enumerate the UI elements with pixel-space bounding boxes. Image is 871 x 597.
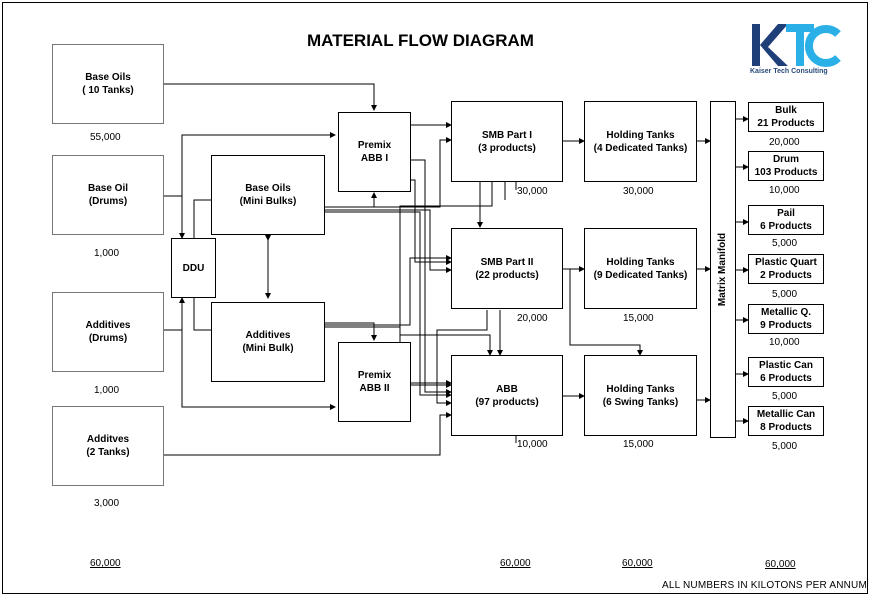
units-note: ALL NUMBERS IN KILOTONS PER ANNUM [662, 580, 867, 591]
total-sources: 60,000 [90, 558, 121, 569]
source-qty: 55,000 [90, 132, 121, 143]
output-qty: 20,000 [769, 137, 800, 148]
box-sublabel: (6 Swing Tanks) [602, 396, 679, 408]
box-label: Metallic Q. [760, 307, 811, 318]
box-sublabel: (3 products) [478, 142, 536, 154]
blending-smb-part-1: SMB Part I (3 products) [451, 101, 563, 182]
box-label: DDU [182, 262, 205, 274]
holding-qty: 15,000 [623, 313, 654, 324]
output-qty: 5,000 [772, 289, 798, 300]
logo-tagline: Kaiser Tech Consulting [750, 68, 828, 75]
blending-smb-part-2: SMB Part II (22 products) [451, 228, 563, 309]
output-qty: 10,000 [769, 185, 800, 196]
holding-tanks-3: Holding Tanks (6 Swing Tanks) [584, 355, 697, 436]
manifold-label: Matrix Manifold [717, 232, 729, 307]
box-label: Plastic Quart [755, 257, 817, 268]
box-label: Additves [86, 434, 130, 445]
box-sublabel: 6 Products [760, 373, 812, 384]
box-label: Base Oils [245, 183, 291, 194]
premix-abb-2: Premix ABB II [338, 342, 411, 422]
box-sublabel: (Mini Bulks) [239, 196, 297, 207]
box-label: Additives [85, 320, 131, 331]
mini-bulk-base-oils: Base Oils (Mini Bulks) [211, 155, 325, 235]
box-label: Base Oils [85, 72, 131, 83]
box-label: Holding Tanks [606, 256, 675, 268]
box-sublabel: (Drums) [88, 196, 128, 207]
total-blending: 60,000 [500, 558, 531, 569]
box-sublabel: (9 Dedicated Tanks) [593, 269, 688, 281]
total-outputs: 60,000 [765, 559, 796, 570]
source-additives-drums: Additives (Drums) [52, 292, 164, 372]
box-label: Holding Tanks [606, 129, 675, 141]
box-label: Plastic Can [759, 360, 813, 371]
box-sublabel: (4 Dedicated Tanks) [593, 142, 688, 154]
box-label: Base Oil [87, 183, 129, 194]
source-qty: 3,000 [94, 498, 120, 509]
box-sublabel: ( 10 Tanks) [82, 85, 134, 96]
box-sublabel: (97 products) [475, 396, 539, 408]
output-pail: Pail 6 Products [748, 205, 824, 235]
box-sublabel: (22 products) [475, 269, 539, 281]
source-additives-tanks: Additves (2 Tanks) [52, 406, 164, 486]
box-label: ABB [496, 383, 518, 395]
blending-abb: ABB (97 products) [451, 355, 563, 436]
source-qty: 1,000 [94, 248, 120, 259]
box-label: Pail [777, 208, 795, 219]
output-plastic-quart: Plastic Quart 2 Products [748, 254, 824, 284]
ddu-box: DDU [171, 238, 216, 298]
box-sublabel: ABB I [360, 153, 389, 164]
output-metallic-can: Metallic Can 8 Products [748, 406, 824, 436]
box-sublabel: 103 Products [754, 167, 818, 178]
source-base-oil-drums: Base Oil (Drums) [52, 155, 164, 235]
box-label: Premix [357, 140, 392, 151]
blending-qty: 20,000 [517, 313, 548, 324]
box-sublabel: ABB II [359, 383, 390, 394]
box-label: Premix [357, 370, 392, 381]
box-label: SMB Part II [480, 256, 534, 268]
box-sublabel: 2 Products [760, 270, 812, 281]
ktc-logo [752, 24, 841, 67]
box-sublabel: 6 Products [760, 221, 812, 232]
box-label: Bulk [775, 105, 797, 116]
holding-qty: 30,000 [623, 186, 654, 197]
blending-qty: 10,000 [517, 439, 548, 450]
box-sublabel: (2 Tanks) [86, 447, 130, 458]
box-label: Additives [245, 330, 291, 341]
holding-tanks-2: Holding Tanks (9 Dedicated Tanks) [584, 228, 697, 309]
output-qty: 5,000 [772, 441, 798, 452]
box-label: Holding Tanks [606, 383, 675, 395]
mini-bulk-additives: Additives (Mini Bulk) [211, 302, 325, 382]
box-sublabel: 9 Products [760, 320, 812, 331]
diagram-title: MATERIAL FLOW DIAGRAM [307, 31, 534, 50]
source-base-oils-tanks: Base Oils ( 10 Tanks) [52, 44, 164, 124]
holding-qty: 15,000 [623, 439, 654, 450]
output-qty: 5,000 [772, 238, 798, 249]
matrix-manifold: Matrix Manifold [710, 101, 736, 438]
box-sublabel: 21 Products [757, 118, 815, 129]
premix-abb-1: Premix ABB I [338, 112, 411, 192]
box-sublabel: 8 Products [760, 422, 812, 433]
box-sublabel: (Mini Bulk) [242, 343, 294, 354]
output-plastic-can: Plastic Can 6 Products [748, 357, 824, 387]
box-sublabel: (Drums) [88, 333, 128, 344]
output-drum: Drum 103 Products [748, 151, 824, 181]
box-label: SMB Part I [481, 129, 532, 141]
box-label: Metallic Can [756, 409, 816, 420]
output-qty: 10,000 [769, 337, 800, 348]
output-bulk: Bulk 21 Products [748, 102, 824, 132]
holding-tanks-1: Holding Tanks (4 Dedicated Tanks) [584, 101, 697, 182]
output-qty: 5,000 [772, 391, 798, 402]
output-metallic-quart: Metallic Q. 9 Products [748, 304, 824, 334]
box-label: Drum [772, 154, 800, 165]
blending-qty: 30,000 [517, 186, 548, 197]
source-qty: 1,000 [94, 385, 120, 396]
total-holding: 60,000 [622, 558, 653, 569]
